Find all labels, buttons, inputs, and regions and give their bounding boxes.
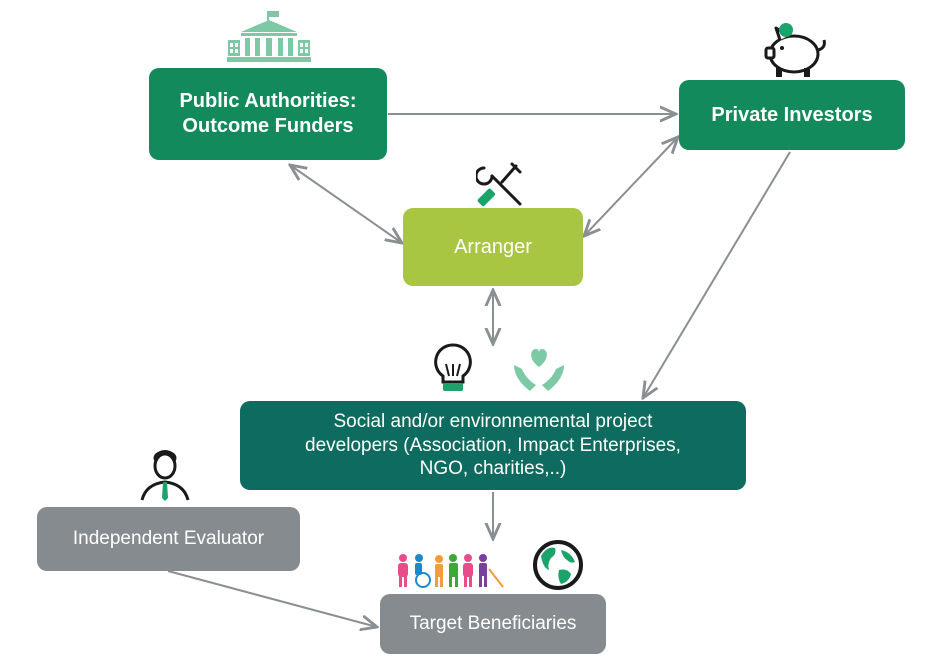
independent-evaluator-box: Independent Evaluator [37, 507, 300, 571]
globe-icon [533, 540, 583, 590]
evaluator-person-icon [140, 450, 190, 501]
arranger-label: Arranger [454, 235, 532, 258]
piggy-bank-icon [764, 23, 826, 77]
heart-hands-icon [514, 349, 564, 391]
private-investors-box: Private Investors [679, 80, 905, 150]
target-beneficiaries-box: Target Beneficiaries [380, 594, 606, 654]
public-authorities-line2: Outcome Funders [182, 115, 354, 137]
government-building-icon [227, 11, 311, 62]
public-authorities-line1: Public Authorities: [179, 90, 357, 112]
arrow-public-arranger [290, 165, 402, 243]
arrow-investors-to-developers [643, 151, 791, 398]
public-authorities-box: Public Authorities: Outcome Funders [149, 68, 387, 160]
private-investors-label: Private Investors [711, 103, 873, 126]
arranger-box: Arranger [403, 208, 583, 286]
target-beneficiaries-label: Target Beneficiaries [409, 613, 577, 635]
lightbulb-icon [434, 343, 472, 391]
project-developers-line3: NGO, charities,..) [419, 458, 567, 480]
arrow-investors-arranger [584, 137, 678, 236]
tools-icon [476, 162, 522, 207]
project-developers-line2: developers (Association, Impact Enterpri… [305, 434, 681, 456]
project-developers-box: Social and/or environnemental project de… [240, 401, 746, 490]
people-group-icon [398, 554, 504, 588]
project-developers-line1: Social and/or environnemental project [333, 410, 653, 432]
arrow-evaluator-to-beneficiaries [167, 570, 377, 627]
independent-evaluator-label: Independent Evaluator [72, 528, 265, 550]
